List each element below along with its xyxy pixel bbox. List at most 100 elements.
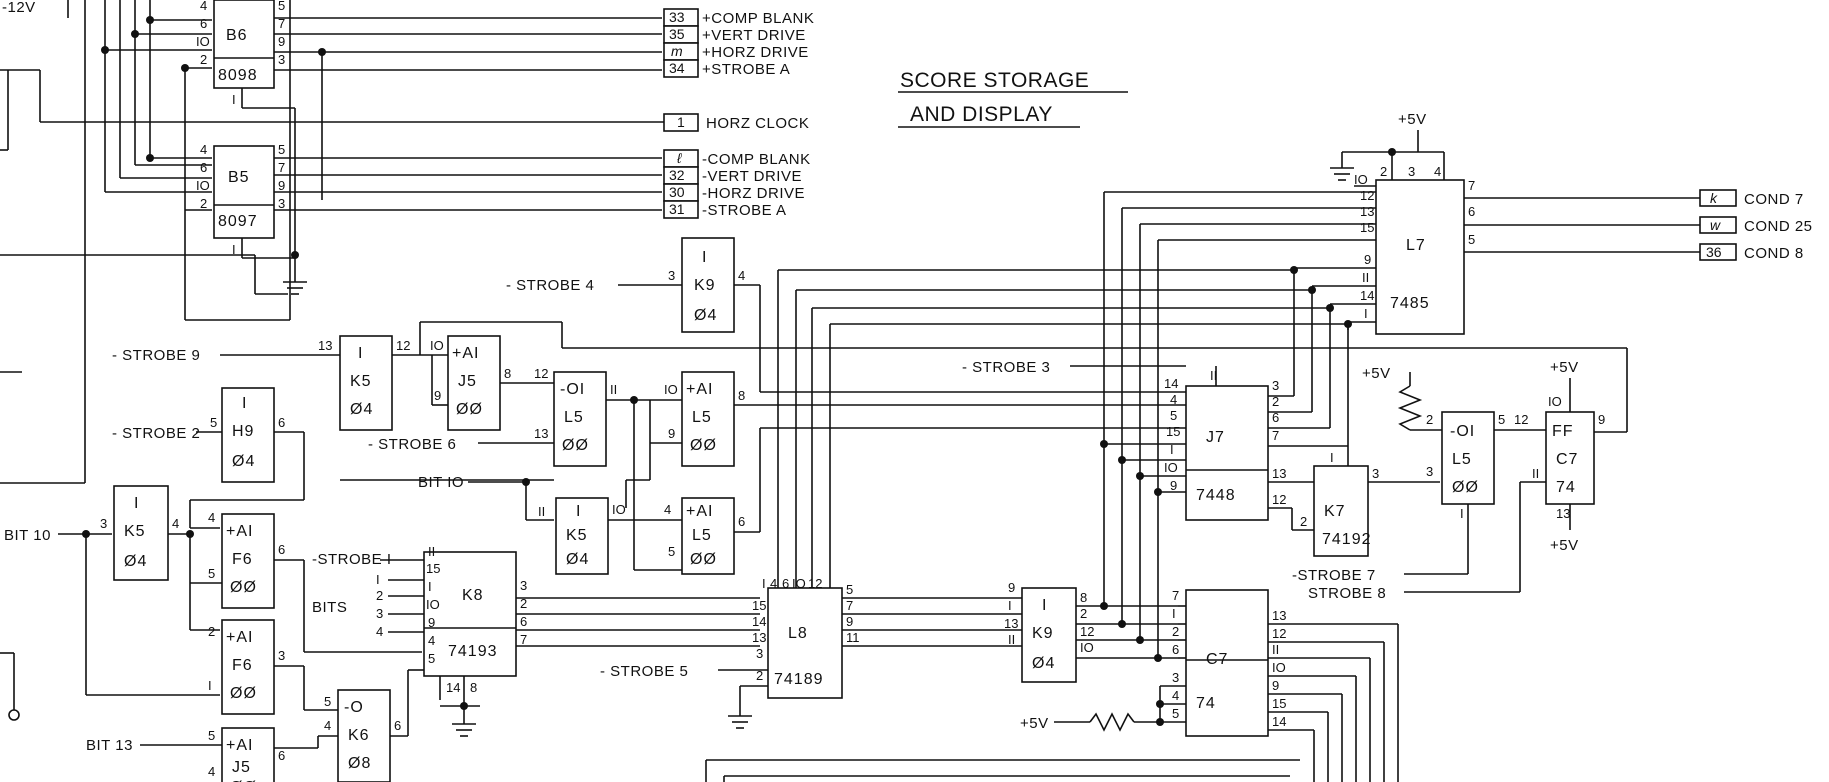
svg-text:II: II [610,382,617,397]
label-strobe-3: - STROBE 3 [962,359,1050,376]
svg-text:2: 2 [1380,164,1387,179]
label-plus5v-c7a: +5V [1362,365,1391,382]
chip-c7-ff-2: +5V IO 12 FF C7 74 9 II STROBE 8 13 +5V [1308,359,1605,602]
svg-text:k: k [1710,190,1718,206]
label-strobe-8: STROBE 8 [1308,585,1386,602]
svg-text:7: 7 [846,598,853,613]
svg-text:4: 4 [172,516,179,531]
connector-cond-8: 36 COND 8 [1699,243,1803,262]
neg12v-label: -12V [2,0,36,16]
svg-text:IO: IO [196,34,210,49]
svg-text:I: I [576,503,581,520]
svg-text:74: 74 [1556,479,1576,496]
chip-f6-and-upper: +AI F6 ØØ 4 5 6 [190,510,422,653]
svg-text:12: 12 [1272,492,1286,507]
svg-text:IO: IO [1272,660,1286,675]
svg-text:+AI: +AI [226,629,253,646]
svg-text:-OI: -OI [560,381,585,398]
label-strobe-6: - STROBE 6 [368,436,456,453]
connector-35: 35 +VERT DRIVE [663,25,805,44]
svg-text:B6: B6 [226,27,248,44]
svg-text:Ø4: Ø4 [232,453,255,470]
chip-c7-ff-1: +5V 2 -OI L5 ØØ 3 5 I -STROBE 7 [1292,365,1505,584]
svg-text:7: 7 [1272,428,1279,443]
svg-text:4: 4 [208,764,215,779]
svg-text:15: 15 [1166,424,1180,439]
label-bit-13: BIT 13 [86,737,133,754]
svg-text:IO: IO [426,597,440,612]
svg-text:4: 4 [664,502,671,517]
svg-text:4: 4 [376,624,383,639]
svg-text:12: 12 [1360,188,1374,203]
svg-text:8: 8 [504,366,511,381]
svg-text:-STROBE A: -STROBE A [702,202,787,219]
svg-text:5: 5 [208,728,215,743]
svg-text:C7: C7 [1556,451,1578,468]
svg-text:2: 2 [200,52,207,67]
svg-text:Ø8: Ø8 [348,755,371,772]
svg-text:4: 4 [1172,688,1179,703]
label-bit-10-mid: BIT IO [418,474,464,491]
label-plus5v-j7: +5V [1020,715,1049,732]
svg-text:3: 3 [1426,464,1433,479]
svg-text:Ø4: Ø4 [350,401,373,418]
svg-text:II: II [1532,466,1539,481]
svg-text:2: 2 [208,624,215,639]
svg-text:9: 9 [846,614,853,629]
chip-l7-7485: +5V IO 2 3 4 L7 7485 12 13 15 9 II 14 I … [1294,111,1700,335]
svg-text:II: II [538,504,545,519]
svg-text:5: 5 [324,694,331,709]
svg-text:IO: IO [792,576,806,591]
svg-text:4: 4 [738,268,745,283]
svg-text:J5: J5 [458,373,477,390]
svg-text:4: 4 [208,510,215,525]
svg-text:15: 15 [426,561,440,576]
svg-text:5: 5 [1172,706,1179,721]
svg-text:I: I [1170,442,1174,457]
svg-text:IO: IO [664,382,678,397]
connector-32: 32 -VERT DRIVE [663,166,801,185]
svg-text:74193: 74193 [448,643,498,660]
svg-text:3: 3 [278,648,285,663]
svg-text:I: I [376,572,380,587]
svg-text:13: 13 [1004,616,1018,631]
svg-text:2: 2 [756,668,763,683]
svg-text:9: 9 [434,388,441,403]
svg-text:3: 3 [1372,466,1379,481]
svg-text:6: 6 [278,415,285,430]
svg-text:ØØ: ØØ [690,437,717,454]
svg-text:J7: J7 [1206,429,1225,446]
svg-text:COND 25: COND 25 [1744,218,1813,235]
svg-text:-COMP BLANK: -COMP BLANK [702,151,811,168]
svg-text:-OI: -OI [1450,423,1475,440]
chip-k9-inverter-lower: I K9 Ø4 9 I 13 II 8 2 12 IO [1004,580,1178,683]
label-plus5v-c7b-top: +5V [1550,359,1579,376]
title-line-1: SCORE STORAGE [900,69,1089,92]
svg-text:14: 14 [1360,288,1374,303]
svg-text:6: 6 [520,614,527,629]
svg-text:5: 5 [278,142,285,157]
svg-text:14: 14 [752,614,766,629]
svg-text:6: 6 [1272,410,1279,425]
svg-text:30: 30 [669,184,685,200]
svg-text:L5: L5 [692,409,712,426]
connector-33: 33 +COMP BLANK [663,8,814,27]
svg-text:8: 8 [470,680,477,695]
svg-text:7: 7 [520,632,527,647]
svg-text:15: 15 [1272,696,1286,711]
svg-text:12: 12 [1272,626,1286,641]
svg-text:Ø4: Ø4 [694,307,717,324]
svg-text:K9: K9 [694,277,716,294]
chip-l5-and-upper: +AI L5 ØØ IO 9 8 [650,371,1162,467]
top-connectors: 33 +COMP BLANK 35 +VERT DRIVE m +HORZ DR… [663,8,814,219]
svg-text:m: m [671,43,683,59]
connector-30: 30 -HORZ DRIVE [663,183,805,202]
connector-34: 34 +STROBE A [663,59,790,78]
svg-text:9: 9 [278,178,285,193]
svg-text:B5: B5 [228,169,250,186]
svg-text:6: 6 [1172,642,1179,657]
svg-text:I: I [358,345,363,362]
left-edge-wiring: -12V [0,0,666,721]
svg-text:IO: IO [430,338,444,353]
